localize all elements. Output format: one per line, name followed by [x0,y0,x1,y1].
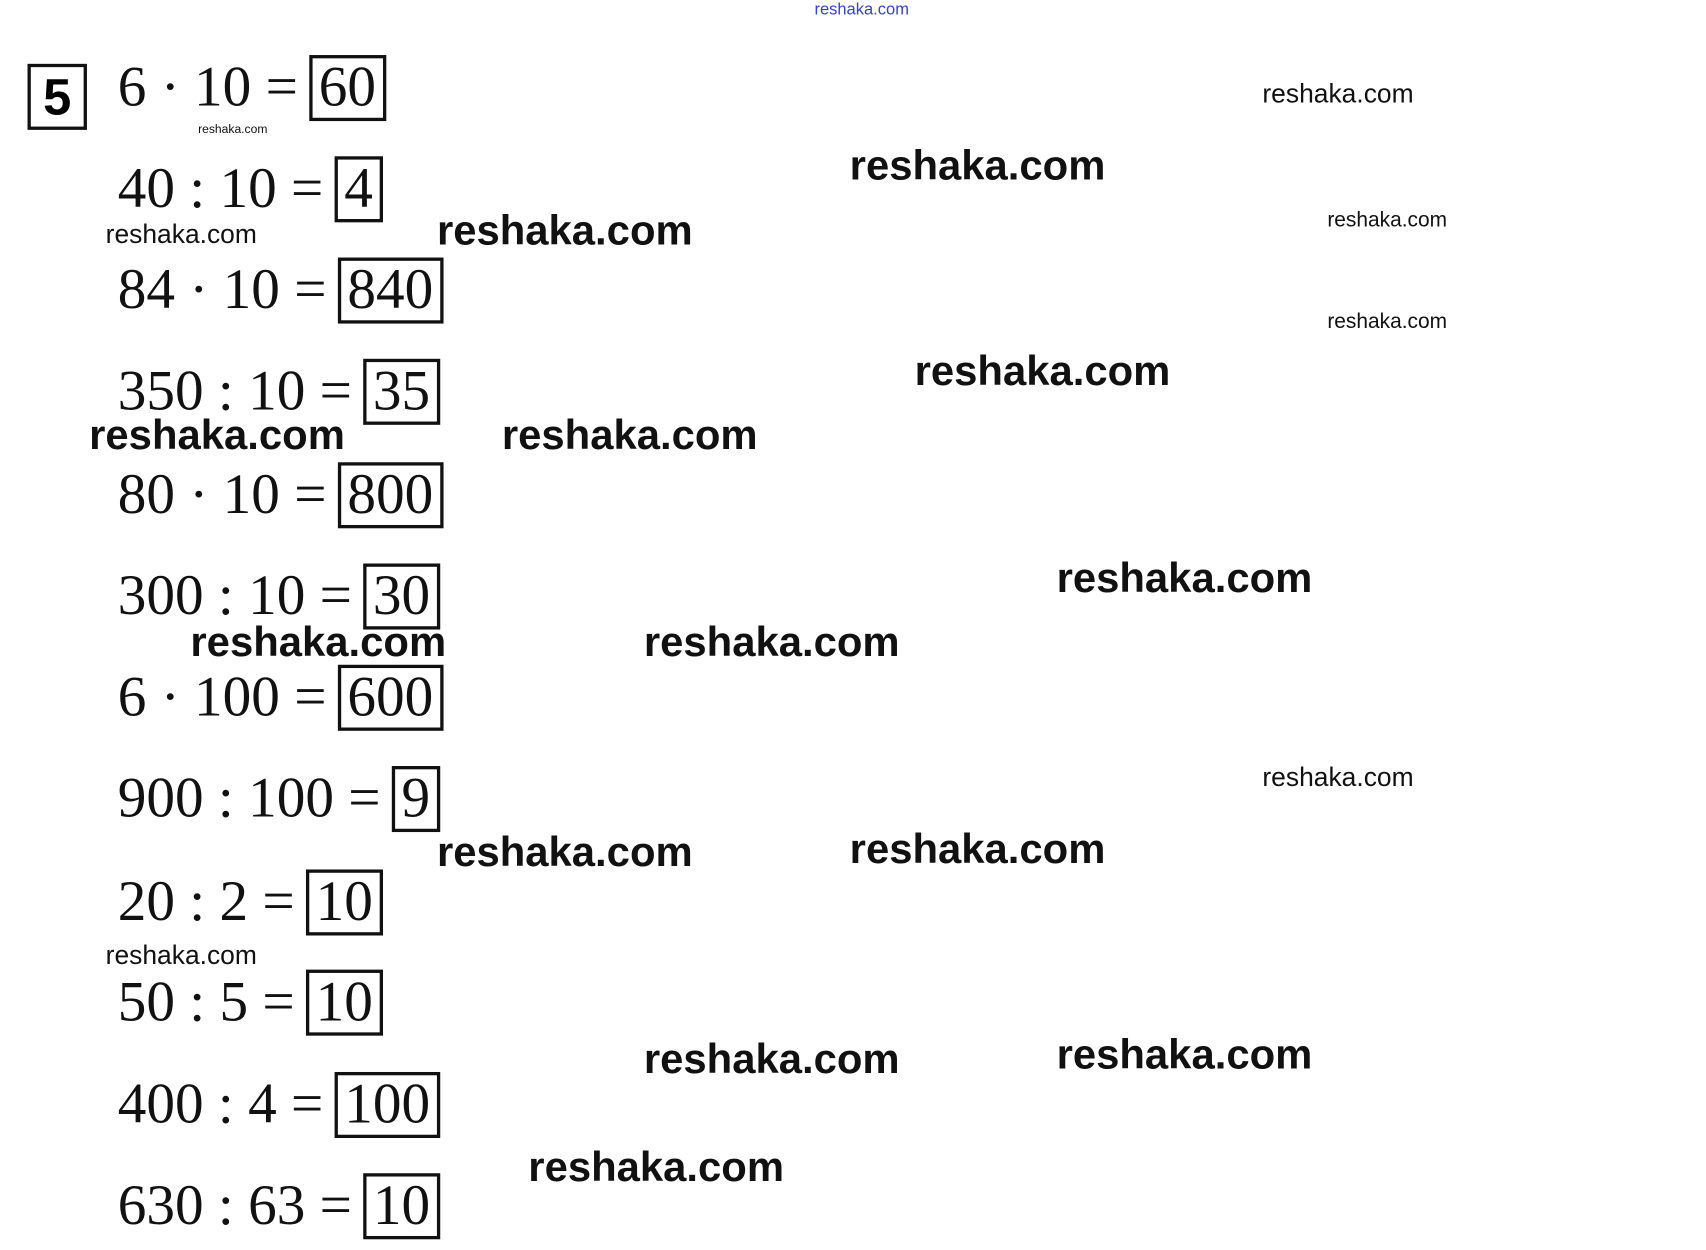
watermark: reshaka.com [1262,79,1414,109]
equation: 400 : 4 =100 [117,1071,440,1139]
task-number: 5 [27,63,87,130]
equation-expression: 84 · 10 = [117,258,327,322]
equation-expression: 6 · 100 = [117,665,327,729]
equation: 630 : 63 =10 [117,1173,440,1240]
watermark: reshaka.com [643,619,900,666]
equation: 6 · 100 =600 [117,664,444,731]
equation: 900 : 100 =9 [117,766,440,833]
equation-expression: 6 · 10 = [117,56,298,119]
answer-box: 4 [334,156,383,223]
equation-expression: 50 : 5 = [117,970,295,1034]
watermark: reshaka.com [849,826,1106,873]
watermark: reshaka.com [849,143,1106,190]
equation: 350 : 10 =35 [117,358,440,425]
watermark: reshaka.com [528,1144,785,1191]
equation: 300 : 10 =30 [117,563,440,630]
watermark: reshaka.com [1327,209,1448,233]
answer-box: 10 [305,969,383,1036]
watermark: reshaka.com [436,829,693,877]
watermark: reshaka.com [914,348,1171,396]
watermark: reshaka.com [190,619,447,666]
answer-box: 9 [391,766,440,833]
watermark: reshaka.com [198,123,268,137]
watermark: reshaka.com [1056,555,1313,603]
equation: 84 · 10 =840 [117,257,444,324]
equation-expression: 80 · 10 = [117,463,327,527]
equation-expression: 300 : 10 = [117,564,352,628]
equation-expression: 350 : 10 = [117,359,352,423]
watermark: reshaka.com [1262,762,1414,793]
equation-expression: 900 : 100 = [117,767,381,830]
watermark: reshaka.com [501,412,758,459]
watermark: reshaka.com [436,208,693,255]
answer-box: 35 [362,358,440,425]
answer-box: 60 [308,55,386,122]
watermark: reshaka.com [1056,1032,1313,1079]
equation-expression: 630 : 63 = [117,1174,352,1238]
equation: 40 : 10 =4 [117,156,383,223]
answer-box: 800 [337,462,444,529]
equation-expression: 40 : 10 = [117,157,324,221]
watermark: reshaka.com [643,1036,900,1083]
watermark: reshaka.com [1327,310,1448,334]
watermark: reshaka.com [105,220,257,250]
equation-expression: 400 : 4 = [117,1073,324,1136]
equation: 20 : 2 =10 [117,869,383,936]
equation: 50 : 5 =10 [117,969,383,1036]
answer-box: 10 [305,869,383,936]
watermark: reshaka.com [814,0,909,19]
equation-expression: 20 : 2 = [117,870,295,934]
answer-box: 600 [337,664,444,731]
watermark: reshaka.com [89,412,345,459]
answer-box: 840 [337,257,444,324]
answer-box: 30 [362,563,440,630]
equation: 6 · 10 =60 [117,55,386,122]
answer-box: 10 [362,1173,440,1240]
answer-box: 100 [334,1071,440,1139]
equation: 80 · 10 =800 [117,462,444,529]
watermark: reshaka.com [105,941,257,971]
